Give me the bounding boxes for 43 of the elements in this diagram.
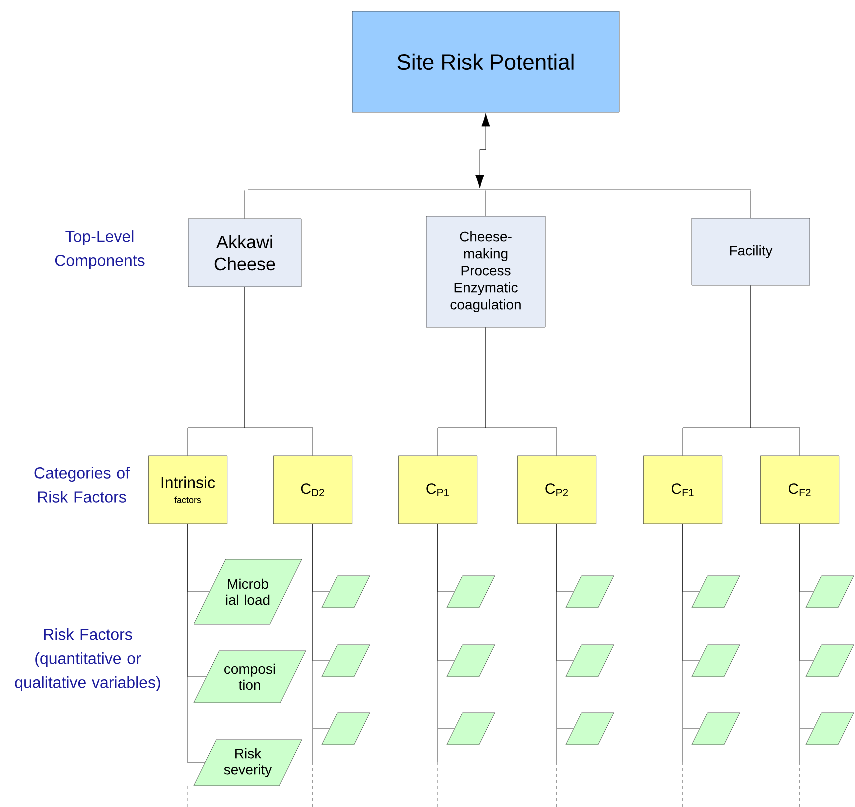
category-box: Intrinsic factors bbox=[148, 456, 228, 524]
risk-factor-parallelogram bbox=[692, 576, 740, 608]
connector-line bbox=[244, 287, 314, 456]
risk-factor-parallelogram bbox=[322, 712, 370, 746]
risk-factor-parallelogram: Risk severity bbox=[194, 740, 302, 786]
risk-factor-parallelogram bbox=[446, 576, 496, 608]
category-box: C$_{P2}$ bbox=[517, 456, 597, 524]
connector-line bbox=[750, 286, 800, 456]
category-box: C$_{F1}$ bbox=[643, 456, 723, 524]
connector-line bbox=[312, 524, 330, 730]
connector-line bbox=[556, 524, 574, 730]
component-box: Akkawi Cheese bbox=[188, 218, 302, 288]
row-label: Categories of Risk Factors bbox=[34, 467, 130, 503]
connector-line bbox=[486, 328, 558, 456]
connector-line bbox=[682, 524, 700, 730]
component-box: Cheese-making Process Enzymatic coagulation bbox=[426, 216, 546, 328]
risk-factor-parallelogram: Microb ial load bbox=[194, 559, 302, 625]
top-box: Site Risk Potential bbox=[352, 11, 620, 113]
category-box: C$_{D2}$ bbox=[273, 456, 353, 524]
risk-factor-parallelogram bbox=[566, 644, 614, 678]
connector-line bbox=[244, 190, 246, 219]
connector-line bbox=[750, 190, 752, 218]
double-arrow bbox=[476, 113, 490, 189]
risk-factor-parallelogram bbox=[566, 712, 614, 746]
risk-factor-parallelogram bbox=[322, 644, 370, 678]
risk-factor-parallelogram bbox=[806, 712, 854, 746]
risk-factor-parallelogram bbox=[692, 712, 740, 746]
connector-line bbox=[800, 524, 814, 730]
risk-factor-parallelogram bbox=[322, 576, 370, 608]
risk-factor-parallelogram: composi tion bbox=[194, 650, 306, 704]
connector-line bbox=[438, 524, 455, 730]
category-box: C$_{F2}$ bbox=[760, 456, 840, 524]
connector-line bbox=[188, 524, 206, 764]
risk-factor-parallelogram bbox=[446, 712, 496, 746]
row-label: Top-Level Components bbox=[55, 230, 145, 270]
component-box: Facility bbox=[692, 218, 810, 286]
row-label: Risk Factors (quantitative or qualitative variables) bbox=[15, 628, 160, 692]
risk-factor-parallelogram bbox=[692, 644, 740, 678]
risk-factor-parallelogram bbox=[806, 576, 854, 608]
risk-factor-parallelogram bbox=[446, 644, 496, 678]
risk-factor-parallelogram bbox=[806, 644, 854, 678]
risk-factor-parallelogram bbox=[566, 576, 614, 608]
category-box: C$_{P1}$ bbox=[398, 456, 478, 524]
